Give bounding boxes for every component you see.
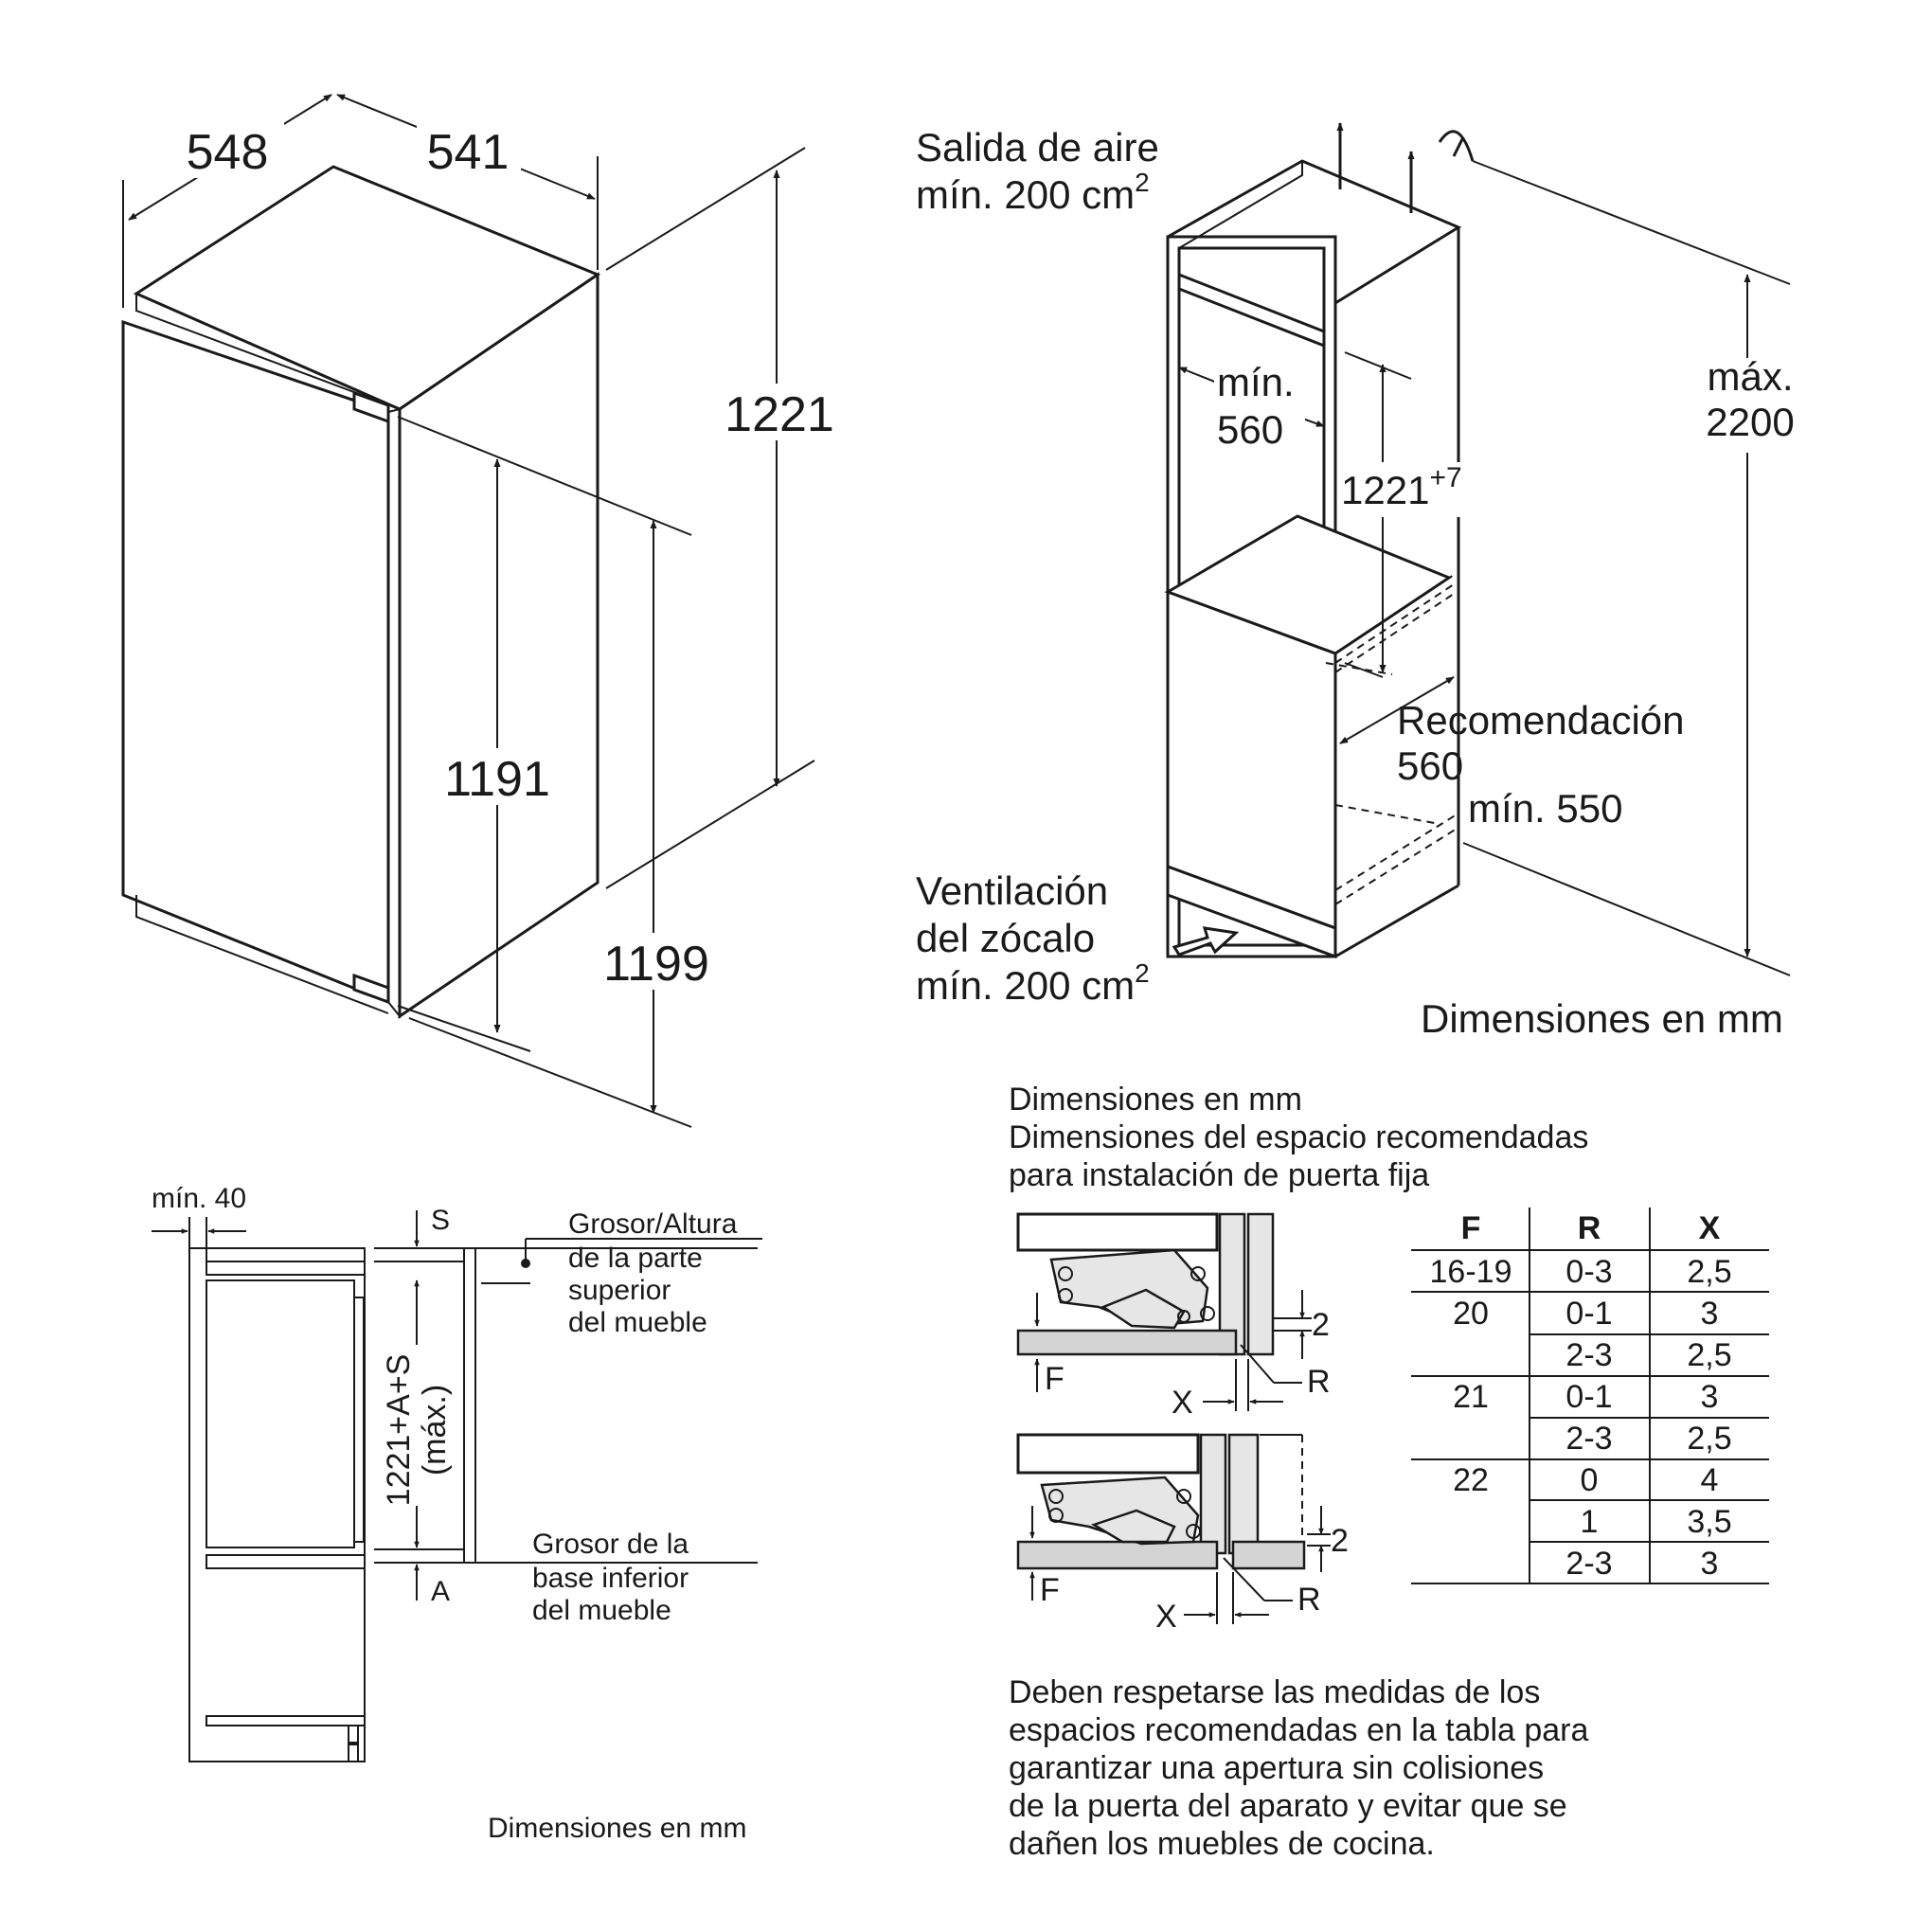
top-thickness-label-1: Grosor/Altura xyxy=(568,1208,738,1240)
niche-height-label: 1221+7 xyxy=(1341,462,1462,512)
min-gap-label: mín. 40 xyxy=(152,1183,246,1214)
clearance-table: F R X 16-19 0-3 2,5 20 0-1 3 2-3 2,5 21 xyxy=(1411,1208,1769,1584)
depth-dimension: 548 xyxy=(187,125,269,180)
x-label-upper: X xyxy=(1172,1385,1193,1421)
niche-min-width-value: 560 xyxy=(1217,407,1283,452)
gap-2-label-upper: 2 xyxy=(1312,1307,1330,1343)
r-label-lower: R xyxy=(1297,1582,1321,1618)
svg-text:mín. 200 cm2: mín. 200 cm2 xyxy=(916,958,1150,1008)
svg-text:del zócalo: del zócalo xyxy=(916,916,1095,960)
cell-r: 0-1 xyxy=(1565,1296,1612,1332)
svg-text:de la puerta del aparato y evi: de la puerta del aparato y evitar que se xyxy=(1009,1788,1567,1824)
cell-x: 2,5 xyxy=(1687,1254,1731,1290)
cell-r: 0-1 xyxy=(1565,1379,1612,1415)
units-label: Dimensiones en mm xyxy=(1421,996,1783,1041)
section-height-max: (máx.) xyxy=(417,1385,453,1476)
hinge-heading-1: Dimensiones en mm xyxy=(1009,1082,1302,1118)
door-height-dimension: 1191 xyxy=(444,752,550,807)
plinth-ventilation-label: Ventilación del zócalo mín. 200 cm2 xyxy=(916,868,1150,1008)
header-x: X xyxy=(1699,1210,1721,1246)
installation-note: Deben respetarse las medidas de los espa… xyxy=(1009,1674,1588,1862)
header-f: F xyxy=(1461,1210,1481,1246)
cell-r: 2-3 xyxy=(1565,1421,1612,1457)
hinge-heading-2: Dimensiones del espacio recomendadas xyxy=(1009,1119,1588,1155)
s-label: S xyxy=(431,1205,450,1236)
niche-isometric-view: Salida de aire mín. 200 cm2 mín. 560 122… xyxy=(916,122,1799,1041)
cell-r: 2-3 xyxy=(1565,1337,1612,1373)
cell-x: 3 xyxy=(1701,1296,1719,1332)
hinge-detail-view: Dimensiones en mm Dimensiones del espaci… xyxy=(1009,1082,1769,1862)
gap-2-label-lower: 2 xyxy=(1331,1523,1349,1559)
table-row: 22 0 4 xyxy=(1453,1462,1718,1498)
max-height-label: máx. xyxy=(1707,354,1793,399)
table-row: 21 0-1 3 xyxy=(1453,1379,1718,1415)
table-row: 2-3 3 xyxy=(1565,1546,1718,1582)
base-thickness-label-1: Grosor de la xyxy=(532,1529,689,1560)
x-label-lower: X xyxy=(1155,1599,1177,1635)
cell-x: 2,5 xyxy=(1687,1337,1731,1373)
recommendation-label: Recomendación xyxy=(1397,698,1685,742)
cell-x: 3,5 xyxy=(1687,1504,1731,1540)
cell-f: 16-19 xyxy=(1430,1254,1512,1290)
svg-text:garantizar una apertura sin co: garantizar una apertura sin colisiones xyxy=(1009,1750,1544,1786)
svg-text:dañen los muebles de cocina.: dañen los muebles de cocina. xyxy=(1009,1826,1435,1862)
svg-text:Ventilación: Ventilación xyxy=(916,868,1108,913)
recommendation-value: 560 xyxy=(1397,743,1463,788)
top-thickness-label-3: superior xyxy=(568,1275,671,1306)
width-dimension: 541 xyxy=(427,125,510,180)
table-row: 20 0-1 3 xyxy=(1453,1296,1718,1332)
cell-r: 0 xyxy=(1581,1462,1599,1498)
cell-x: 3 xyxy=(1701,1379,1719,1415)
table-row: 2-3 2,5 xyxy=(1565,1421,1731,1457)
niche-min-width-label: mín. xyxy=(1217,360,1295,404)
cell-f: 20 xyxy=(1453,1296,1489,1332)
top-thickness-label-4: del mueble xyxy=(568,1307,707,1338)
hinge-sketch-upper: 2 F X R xyxy=(1016,1212,1331,1421)
svg-text:espacios recomendadas en la ta: espacios recomendadas en la tabla para xyxy=(1009,1712,1588,1748)
installation-section-view: mín. 40 S A 1221+A+S (máx.) Grosor/Altur… xyxy=(152,1183,762,1844)
header-r: R xyxy=(1578,1210,1601,1246)
hinge-sketch-lower: 2 F X R xyxy=(1016,1433,1349,1635)
body-height-dimension: 1199 xyxy=(603,937,709,992)
r-label-upper: R xyxy=(1307,1364,1331,1400)
cell-r: 1 xyxy=(1581,1504,1599,1540)
cell-f: 22 xyxy=(1453,1462,1489,1498)
section-height-formula: 1221+A+S xyxy=(381,1354,417,1507)
table-row: 1 3,5 xyxy=(1581,1504,1732,1540)
appliance-isometric-view: 548 541 1221 1191 1199 xyxy=(121,94,838,1128)
max-height-value: 2200 xyxy=(1706,400,1794,444)
cell-x: 4 xyxy=(1701,1462,1719,1498)
f-label-lower: F xyxy=(1040,1572,1060,1608)
base-thickness-label-2: base inferior xyxy=(532,1563,689,1594)
f-label-upper: F xyxy=(1045,1361,1064,1397)
base-thickness-label-3: del mueble xyxy=(532,1595,671,1626)
cell-r: 2-3 xyxy=(1565,1546,1612,1582)
section-units-label: Dimensiones en mm xyxy=(488,1813,746,1844)
cell-x: 2,5 xyxy=(1687,1421,1731,1457)
air-outlet-label: Salida de aire mín. 200 cm2 xyxy=(916,125,1159,217)
svg-text:Deben respetarse las medidas d: Deben respetarse las medidas de los xyxy=(1009,1674,1540,1710)
svg-text:Salida de aire: Salida de aire xyxy=(916,125,1159,170)
min-depth-label: mín. 550 xyxy=(1468,786,1622,831)
a-label: A xyxy=(431,1576,450,1607)
cell-r: 0-3 xyxy=(1565,1254,1612,1290)
cell-x: 3 xyxy=(1701,1546,1719,1582)
svg-text:mín. 200 cm2: mín. 200 cm2 xyxy=(916,168,1150,217)
table-row: 16-19 0-3 2,5 xyxy=(1430,1254,1732,1290)
height-dimension: 1221 xyxy=(724,387,834,442)
cell-f: 21 xyxy=(1453,1379,1489,1415)
hinge-heading-3: para instalación de puerta fija xyxy=(1009,1157,1429,1193)
top-thickness-label-2: de la parte xyxy=(568,1243,703,1274)
table-header: F R X xyxy=(1461,1210,1721,1246)
table-row: 2-3 2,5 xyxy=(1565,1337,1731,1373)
